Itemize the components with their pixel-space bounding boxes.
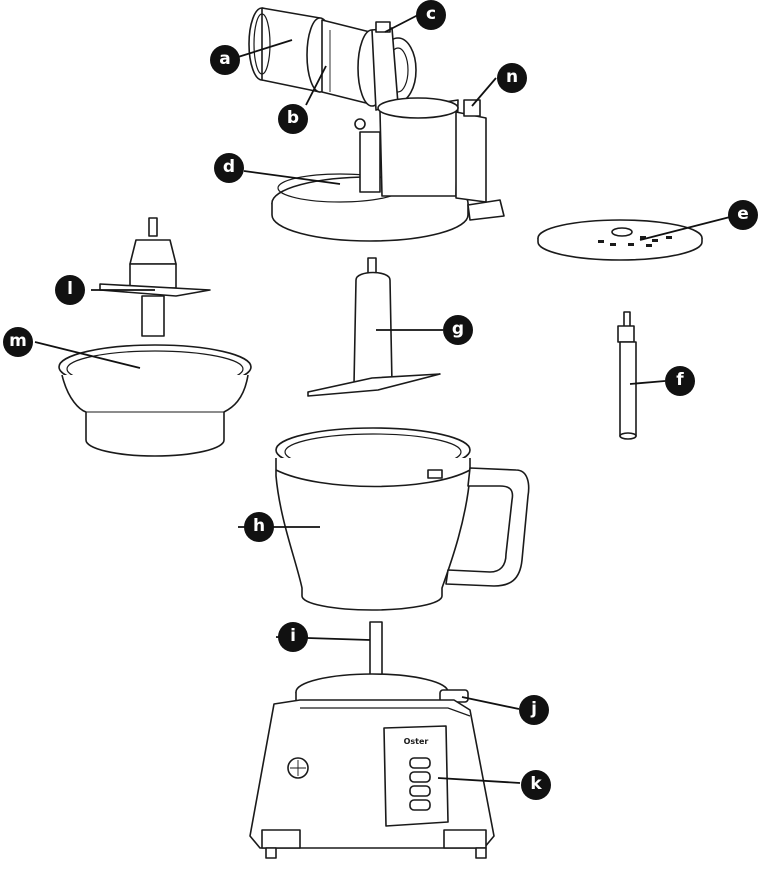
svg-text:c: c bbox=[426, 4, 436, 24]
feed-chute-n bbox=[360, 98, 486, 202]
svg-text:n: n bbox=[506, 67, 518, 87]
chopping-blade-l bbox=[100, 218, 210, 336]
panel-brand: Oster bbox=[404, 737, 429, 746]
callout-l: l bbox=[55, 275, 85, 305]
blade-g bbox=[308, 258, 440, 396]
svg-text:f: f bbox=[676, 370, 684, 390]
callout-d: d bbox=[214, 153, 244, 183]
svg-text:l: l bbox=[67, 279, 73, 299]
callout-b: b bbox=[278, 104, 308, 134]
callout-i: i bbox=[278, 622, 308, 652]
callout-g: g bbox=[443, 315, 473, 345]
spindle-f bbox=[618, 312, 636, 439]
callout-e: e bbox=[728, 200, 758, 230]
svg-text:m: m bbox=[9, 331, 27, 351]
callout-m: m bbox=[3, 327, 33, 357]
control-button-1[interactable] bbox=[410, 758, 430, 768]
control-panel-k: Oster bbox=[384, 726, 448, 826]
callout-h: h bbox=[244, 512, 274, 542]
control-button-3[interactable] bbox=[410, 786, 430, 796]
svg-text:i: i bbox=[290, 626, 296, 646]
callout-k: k bbox=[521, 770, 551, 800]
control-button-4[interactable] bbox=[410, 800, 430, 810]
svg-text:g: g bbox=[452, 319, 464, 339]
small-bowl-m bbox=[59, 345, 251, 456]
callout-a: a bbox=[210, 45, 240, 75]
callout-j: j bbox=[519, 695, 549, 725]
svg-text:k: k bbox=[530, 774, 542, 794]
slicing-disc-e bbox=[538, 220, 702, 260]
control-button-2[interactable] bbox=[410, 772, 430, 782]
motor-base: Oster bbox=[250, 674, 494, 858]
callout-c: c bbox=[416, 0, 446, 30]
svg-text:h: h bbox=[253, 516, 265, 536]
work-bowl-h bbox=[276, 428, 529, 610]
svg-text:e: e bbox=[737, 204, 749, 224]
callout-f: f bbox=[665, 366, 695, 396]
svg-text:a: a bbox=[219, 49, 230, 69]
svg-text:b: b bbox=[287, 108, 299, 128]
svg-text:j: j bbox=[530, 699, 537, 719]
svg-text:d: d bbox=[223, 157, 235, 177]
callout-n: n bbox=[497, 63, 527, 93]
